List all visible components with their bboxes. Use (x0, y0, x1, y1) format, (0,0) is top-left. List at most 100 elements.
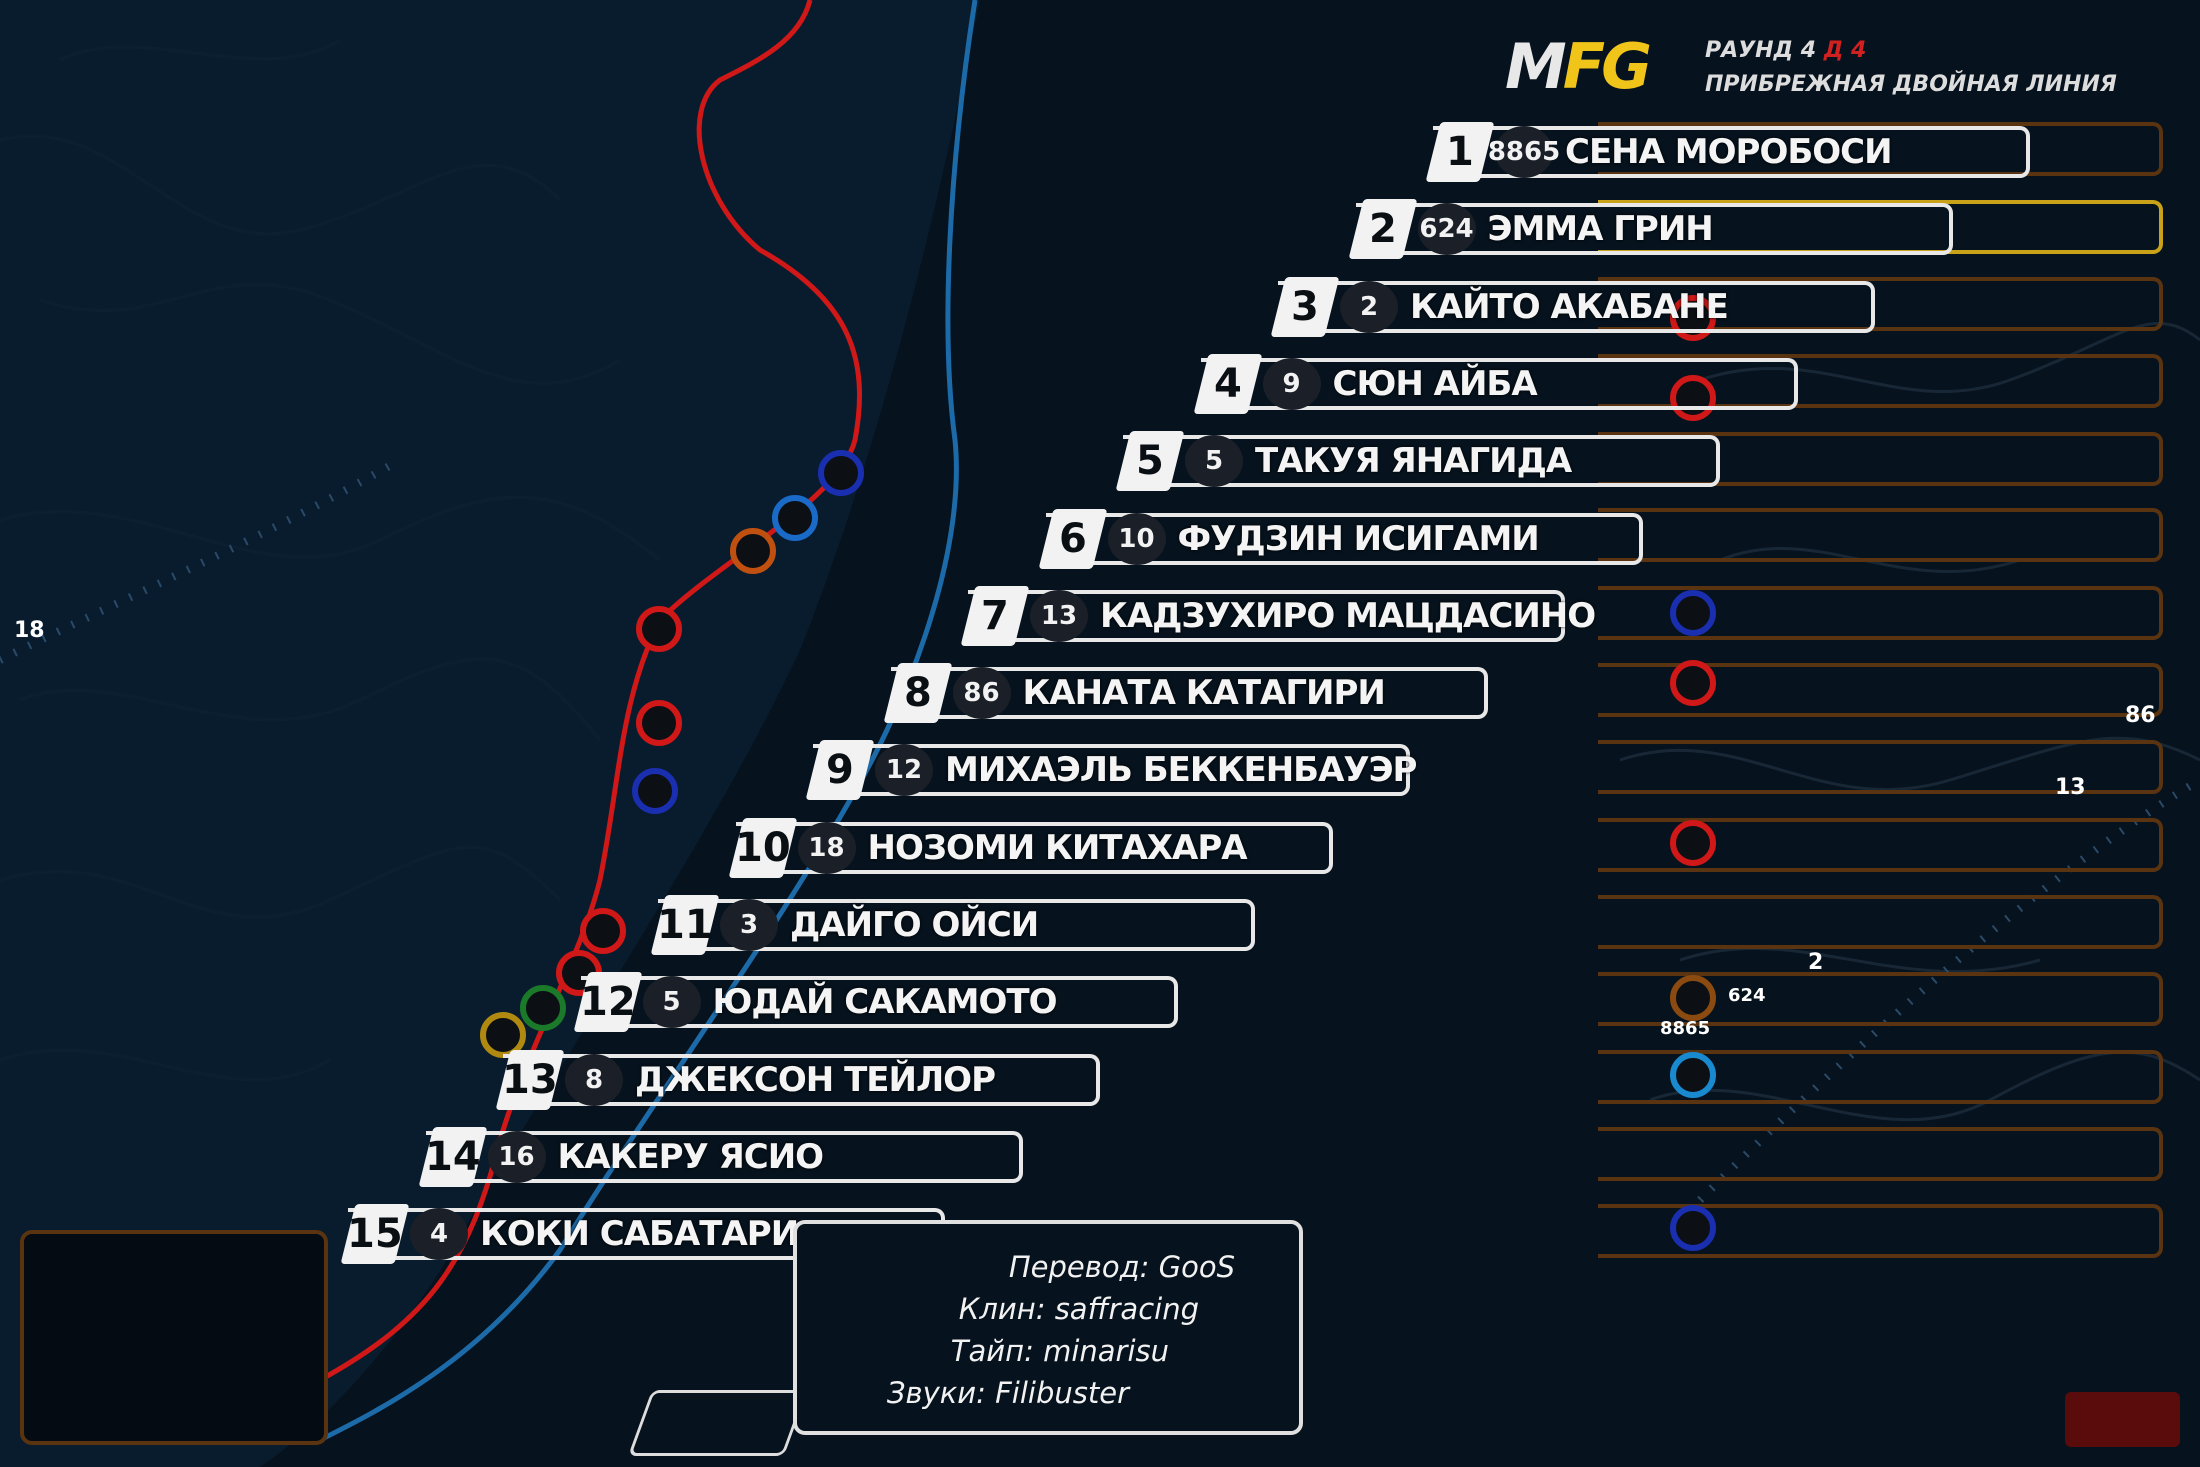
standing-bar (1433, 126, 2030, 178)
round-label: РАУНД 4 Д 4 (1705, 38, 1867, 63)
ghost-bar (1598, 1127, 2163, 1181)
map-label: 8865 (1660, 1018, 1711, 1039)
driver-name: КАНАТА КАТАГИРИ (1022, 673, 1386, 714)
position-badge: 12 (573, 972, 642, 1033)
car-number-badge: 8865 (1488, 126, 1560, 178)
standing-bar (1123, 435, 1720, 488)
driver-name: СЮН АЙБА (1332, 363, 1538, 404)
car-marker (636, 606, 682, 652)
credit-cleaning: Клин: saffracing (958, 1292, 1199, 1326)
driver-name: КАДЗУХИРО МАЦДАСИНО (1100, 595, 1596, 636)
map-label: 13 (2055, 775, 2086, 800)
ghost-bar (1598, 663, 2163, 717)
car-number-badge: 4 (410, 1208, 468, 1261)
corner-tag (2065, 1392, 2180, 1447)
driver-name: МИХАЭЛЬ БЕККЕНБАУЭР (945, 750, 1417, 791)
position-badge: 14 (418, 1126, 487, 1187)
standing-bar (503, 1053, 1100, 1106)
ghost-bar (1598, 818, 2163, 872)
standing-bar (813, 744, 1410, 797)
car-marker (632, 768, 678, 814)
map-label: 2 (1808, 950, 1824, 975)
standing-bar (580, 976, 1178, 1029)
driver-name: НОЗОМИ КИТАХАРА (867, 827, 1248, 868)
car-marker (1670, 1205, 1716, 1251)
race-header: MFG РАУНД 4 Д 4 ПРИБРЕЖНАЯ ДВОЙНАЯ ЛИНИЯ (1505, 30, 2165, 110)
car-number-badge: 16 (487, 1130, 546, 1183)
series-logo: MFG (1505, 30, 1652, 103)
driver-name: ДАЙГО ОЙСИ (790, 905, 1039, 945)
car-number-badge: 18 (797, 821, 856, 874)
driver-name: ФУДЗИН ИСИГАМИ (1177, 518, 1540, 559)
car-marker (772, 495, 818, 541)
standing-bar (735, 821, 1333, 874)
car-number-badge: 86 (952, 667, 1011, 720)
signature-mark (627, 1390, 809, 1456)
map-label: 624 (1728, 985, 1766, 1006)
driver-name: КАЙТО АКАБАНЕ (1410, 286, 1729, 327)
credits-box: Перевод: GooS Клин: saffracing Тайп: min… (793, 1220, 1303, 1435)
car-marker (730, 528, 776, 574)
position-badge: 10 (728, 817, 797, 878)
position-badge: 13 (495, 1049, 565, 1110)
car-number-badge: 2 (1340, 280, 1398, 333)
credit-typesetting: Тайп: minarisu (950, 1334, 1169, 1368)
credit-translation: Перевод: GooS (1008, 1250, 1235, 1284)
car-marker (1670, 1052, 1716, 1098)
car-marker (520, 985, 566, 1031)
car-marker (1670, 295, 1716, 341)
standing-bar (968, 589, 1565, 642)
car-number-badge: 8 (565, 1053, 623, 1106)
car-number-badge: 13 (1030, 589, 1088, 642)
car-number-badge: 12 (875, 744, 933, 797)
driver-name: КОКИ САБАТАРИ (480, 1214, 799, 1255)
ghost-bar (1598, 586, 2163, 640)
standing-bar (1200, 357, 1798, 410)
credit-sound: Звуки: Filibuster (886, 1376, 1129, 1410)
driver-name: ДЖЕКСОН ТЕЙЛОР (635, 1059, 996, 1100)
car-marker (636, 700, 682, 746)
car-marker (1670, 375, 1716, 421)
car-marker (580, 908, 626, 954)
driver-name: ЭММА ГРИН (1487, 209, 1714, 250)
car-marker (818, 450, 864, 496)
car-marker (1670, 660, 1716, 706)
standing-bar (1355, 203, 1953, 256)
car-number-badge: 5 (1185, 435, 1243, 488)
position-badge: 11 (650, 895, 720, 955)
car-marker (1670, 820, 1716, 866)
car-number-badge: 9 (1262, 357, 1321, 410)
ghost-bar (1598, 1050, 2163, 1104)
driver-name: ЮДАЙ САКАМОТО (712, 982, 1058, 1023)
ghost-bar (1598, 354, 2163, 408)
ghost-bar (1598, 1204, 2163, 1258)
standing-bar (890, 667, 1488, 720)
standing-bar (658, 899, 1255, 951)
ghost-bar (1598, 432, 2163, 486)
car-number-badge: 624 (1417, 203, 1476, 256)
position-badge: 15 (340, 1204, 410, 1265)
driver-name: КАКЕРУ ЯСИО (557, 1136, 825, 1177)
standing-bar (1278, 280, 1875, 333)
map-label: 18 (14, 618, 45, 643)
ghost-bar (1598, 972, 2163, 1026)
map-label: 86 (2125, 703, 2156, 728)
track-name: ПРИБРЕЖНАЯ ДВОЙНАЯ ЛИНИЯ (1705, 72, 2117, 97)
ghost-bar (1598, 740, 2163, 794)
driver-name: ТАКУЯ ЯНАГИДА (1255, 441, 1572, 482)
